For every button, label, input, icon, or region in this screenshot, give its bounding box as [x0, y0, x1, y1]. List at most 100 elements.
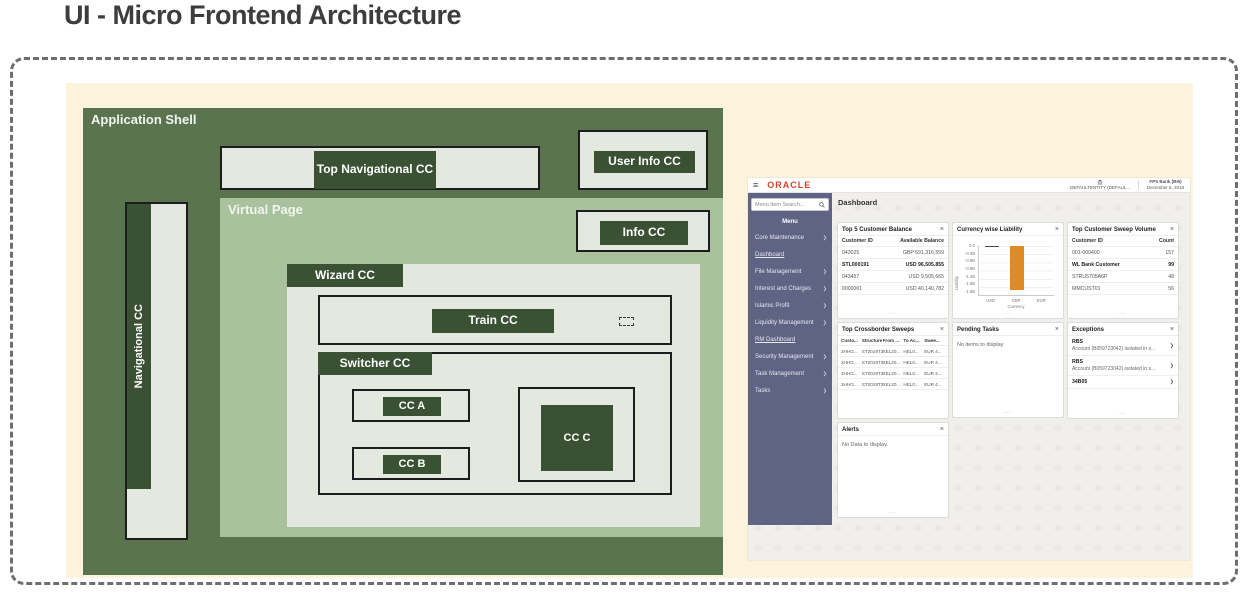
table-row[interactable]: WL Bank Customer 99	[1068, 259, 1178, 271]
sidebar-item-core-maintenance[interactable]: Core Maintenance❯	[755, 235, 827, 241]
list-item[interactable]: RBS Account (B059723042) isolated in s..…	[1068, 336, 1178, 356]
navigational-cc-label: Navigational CC	[133, 304, 145, 389]
info-cc-badge: Info CC	[600, 221, 688, 245]
close-icon[interactable]: ×	[939, 226, 944, 233]
chevron-right-icon: ❯	[822, 303, 827, 309]
application-shell: Application Shell Top Navigational CC Us…	[83, 108, 723, 575]
table-row[interactable]: 2HHG... ST2019T36... XEL20... HEL0... EU…	[838, 346, 948, 357]
sidebar-item-tasks[interactable]: Tasks❯	[755, 388, 827, 394]
train-cc-badge: Train CC	[432, 309, 554, 333]
close-icon[interactable]: ×	[1054, 226, 1059, 233]
card-top-crossborder-sweeps: Top Crossborder Sweeps × Custo... Struct…	[837, 322, 949, 419]
bank-date: December 5, 2018	[1146, 185, 1184, 190]
pagination-dots[interactable]: ...	[889, 310, 897, 316]
card-alerts: Alerts × No Data to display. ...	[837, 422, 949, 518]
topbar-separator	[1137, 180, 1139, 190]
table-row[interactable]: MMCUST01 56	[1068, 283, 1178, 295]
pagination-dots[interactable]: ...	[889, 509, 897, 515]
hamburger-icon[interactable]: ≡	[753, 180, 759, 190]
table-row[interactable]: 043457 USD 9,505,665	[838, 271, 948, 283]
sidebar-item-interest-charges[interactable]: Interest and Charges❯	[755, 286, 827, 292]
application-shell-label: Application Shell	[91, 112, 197, 127]
bar-slot	[1029, 246, 1054, 295]
user-info-cc-badge: User Info CC	[594, 151, 695, 173]
sidebar-item-islamic-profit[interactable]: Islamic Profit❯	[755, 303, 827, 309]
pagination-dots[interactable]: ...	[1004, 310, 1012, 316]
menu-search-input[interactable]: Menu Item Search...	[751, 198, 829, 211]
card-pending-tasks: Pending Tasks × No items to display ...	[952, 322, 1064, 418]
close-icon[interactable]: ×	[1169, 226, 1174, 233]
train-cc-box: Train CC	[318, 295, 672, 345]
cc-b-badge: CC B	[383, 455, 441, 474]
table-row[interactable]: STL000191 USD 96,505,855	[838, 259, 948, 271]
list-item[interactable]: RBS Account (B059723042) isolated in s..…	[1068, 356, 1178, 376]
card-title: Top 5 Customer Balance	[842, 226, 912, 233]
dashed-frame	[10, 57, 1238, 585]
card-title: Alerts	[842, 426, 860, 433]
sidebar-item-security-management[interactable]: Security Management❯	[755, 354, 827, 360]
card-currency-wise-liability: Currency wise Liability × Liability 0.0-…	[952, 222, 1064, 319]
chevron-right-icon: ❯	[822, 371, 827, 377]
chevron-right-icon: ❯	[822, 286, 827, 292]
top-navigational-cc-box: Top Navigational CC	[220, 146, 540, 190]
menu-header: Menu	[782, 219, 798, 225]
pagination-dots[interactable]: ...	[1119, 410, 1127, 416]
table-row[interactable]: 2HHG... ST2019T36... XEL20... HEL0... EU…	[838, 357, 948, 368]
table-row[interactable]: 2HHG... ST2019T36... XEL20... HEL0... EU…	[838, 368, 948, 379]
sidebar-item-liquidity-management[interactable]: Liquidity Management❯	[755, 320, 827, 326]
chevron-right-icon: ❯	[822, 235, 827, 241]
navigational-cc-box: Navigational CC	[125, 202, 188, 540]
table-row[interactable]: 0000001 USD 40,140,782	[838, 283, 948, 295]
close-icon[interactable]: ×	[939, 326, 944, 333]
card-top-customer-sweep-volume: Top Customer Sweep Volume × Customer ID …	[1067, 222, 1179, 319]
table-row[interactable]: 2HHG... ST2019T36... XEL20... HEL0... EU…	[838, 379, 948, 390]
virtual-page: Virtual Page Info CC Wizard CC Train CC …	[220, 198, 723, 537]
info-cc-box: Info CC	[576, 210, 710, 252]
switcher-cc-badge: Switcher CC	[318, 352, 432, 375]
close-icon[interactable]: ×	[1054, 326, 1059, 333]
table-row[interactable]: 001-000490 157	[1068, 247, 1178, 259]
sidebar-item-rm-dashboard[interactable]: RM Dashboard	[755, 337, 796, 343]
chevron-right-icon: ❯	[1169, 342, 1174, 349]
search-icon	[819, 201, 825, 208]
oracle-topbar: ≡ ORACLE DEFAULTENTITY (DEFAUL... FPS Ba…	[748, 178, 1190, 193]
wizard-cc-badge: Wizard CC	[287, 264, 403, 287]
close-icon[interactable]: ×	[1169, 326, 1174, 333]
sidebar-item-dashboard[interactable]: Dashboard	[755, 252, 785, 258]
bank-icon	[1097, 179, 1103, 185]
card-title: Exceptions	[1072, 326, 1105, 333]
pagination-dots[interactable]: ...	[1004, 409, 1012, 415]
chevron-right-icon: ❯	[822, 320, 827, 326]
cc-a-box: CC A	[352, 389, 470, 422]
user-info-cc-box: User Info CC	[578, 130, 708, 190]
empty-message: No items to display	[957, 342, 1004, 348]
dashed-rect-icon	[619, 317, 634, 326]
topbar-right: DEFAULTENTITY (DEFAUL... FPS Bank (BI5) …	[1070, 179, 1190, 191]
virtual-page-label: Virtual Page	[228, 202, 303, 217]
wizard-cc-box: Wizard CC Train CC Switcher CC CC A CC B…	[287, 264, 700, 527]
oracle-logo: ORACLE	[767, 180, 812, 190]
card-exceptions: Exceptions × RBS Account (B059723042) is…	[1067, 322, 1179, 419]
sidebar-item-task-management[interactable]: Task Management❯	[755, 371, 827, 377]
list-item[interactable]: 34B05 ❯	[1068, 376, 1178, 389]
chevron-right-icon: ❯	[822, 388, 827, 394]
chevron-right-icon: ❯	[822, 269, 827, 275]
card-title: Pending Tasks	[957, 326, 999, 333]
entity-block[interactable]: DEFAULTENTITY (DEFAUL...	[1070, 179, 1130, 191]
pagination-dots[interactable]: ...	[1119, 310, 1127, 316]
top-navigational-cc-badge: Top Navigational CC	[314, 151, 436, 189]
card-title: Top Customer Sweep Volume	[1072, 226, 1156, 233]
bank-name: FPS Bank (BI5)	[1149, 179, 1182, 185]
close-icon[interactable]: ×	[939, 426, 944, 433]
chart-x-axis-label: Currency	[1007, 304, 1025, 309]
chevron-right-icon: ❯	[1169, 362, 1174, 369]
table-row[interactable]: 043025 GBP 691,316,559	[838, 247, 948, 259]
bank-block[interactable]: FPS Bank (BI5) December 5, 2018	[1147, 179, 1184, 191]
sidebar-item-file-management[interactable]: File Management❯	[755, 269, 827, 275]
switcher-cc-box: Switcher CC CC A CC B CC C	[318, 352, 672, 495]
navigational-cc-bar: Navigational CC	[127, 204, 151, 489]
table-row[interactable]: STRU5705A6P 48	[1068, 271, 1178, 283]
card-title: Top Crossborder Sweeps	[842, 326, 915, 333]
card-top5-customer-balance: Top 5 Customer Balance × Customer ID Ava…	[837, 222, 949, 319]
